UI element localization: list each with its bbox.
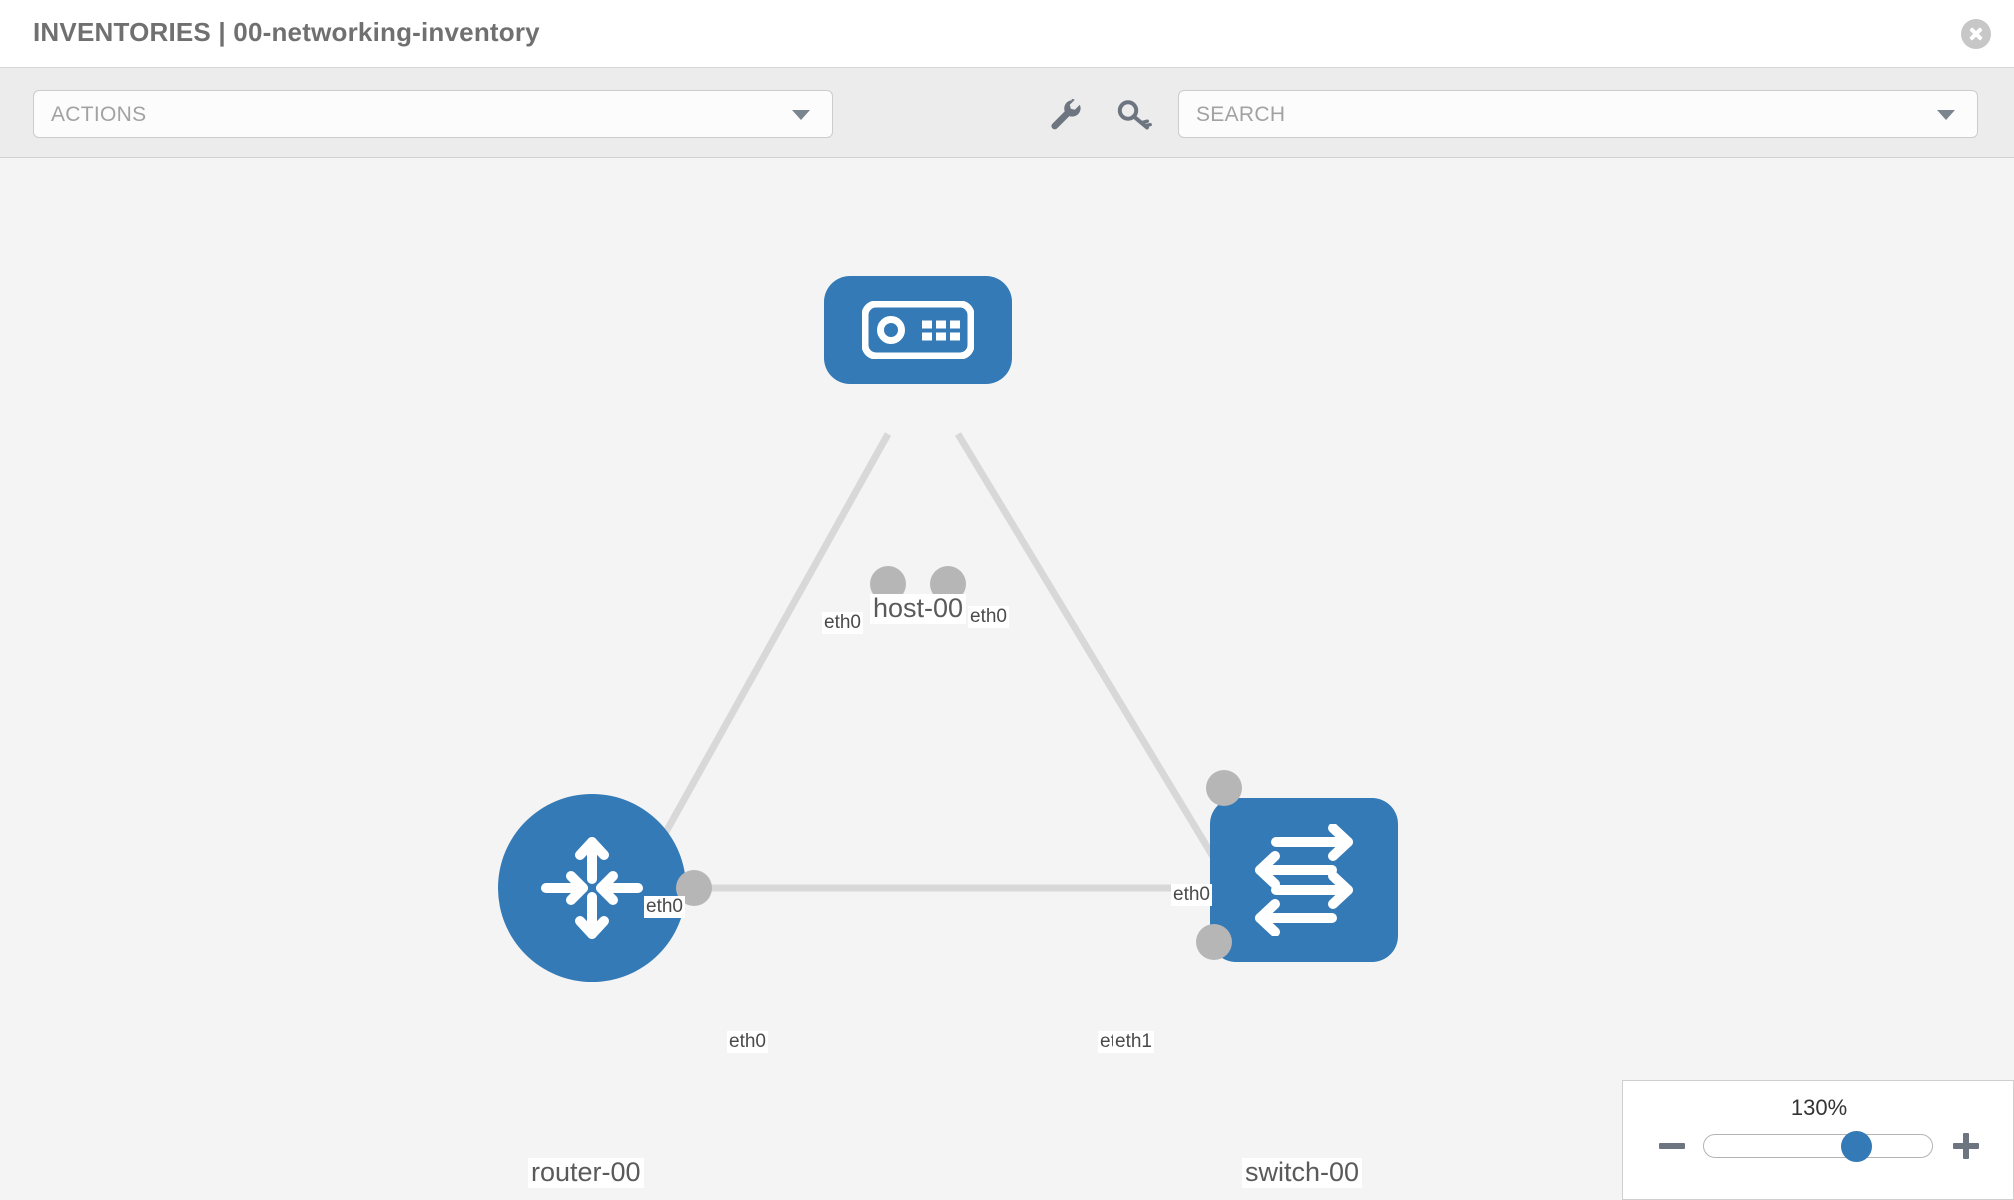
search-placeholder: SEARCH	[1196, 103, 1286, 126]
node-host-00-label: host-00	[870, 593, 967, 624]
switch-icon	[1255, 824, 1353, 936]
zoom-control-panel: 130%	[1622, 1080, 2014, 1200]
node-router-00[interactable]	[498, 794, 686, 982]
port-label-switch-upper: eth0	[1171, 884, 1212, 906]
node-switch-00[interactable]	[1210, 798, 1398, 962]
wrench-icon[interactable]	[1047, 96, 1085, 134]
plus-icon[interactable]	[1951, 1131, 1981, 1161]
node-host-00[interactable]	[824, 276, 1012, 384]
minus-icon[interactable]	[1657, 1131, 1687, 1161]
zoom-slider-track[interactable]	[1703, 1134, 1933, 1158]
search-input[interactable]: SEARCH	[1178, 90, 1978, 138]
topology-links	[624, 432, 1241, 902]
toolbar: ACTIONS SEARCH	[0, 68, 2014, 158]
port-nub	[1196, 924, 1232, 960]
router-icon	[541, 837, 643, 939]
actions-dropdown[interactable]: ACTIONS	[33, 90, 833, 138]
zoom-slider-thumb[interactable]	[1841, 1131, 1872, 1162]
chevron-down-icon	[792, 110, 810, 120]
port-nub	[1206, 770, 1242, 806]
actions-dropdown-label: ACTIONS	[51, 103, 147, 126]
node-router-00-shape	[498, 794, 686, 982]
topology-canvas[interactable]: host-00 eth0 eth0 router-00 eth0 eth0	[0, 158, 2014, 1200]
port-label-router-right: eth0	[727, 1031, 768, 1053]
close-icon[interactable]	[1961, 19, 1991, 49]
node-router-00-label: router-00	[528, 1157, 644, 1188]
page-header: INVENTORIES | 00-networking-inventory	[0, 0, 2014, 68]
node-host-00-shape	[824, 276, 1012, 384]
port-label-switch-left-b: eth1	[1113, 1031, 1154, 1053]
server-icon	[862, 301, 974, 359]
node-switch-00-label: switch-00	[1242, 1157, 1363, 1188]
node-switch-00-shape	[1210, 798, 1398, 962]
page-title: INVENTORIES | 00-networking-inventory	[33, 17, 540, 47]
port-label-host-right: eth0	[968, 606, 1009, 628]
port-label-router-upper: eth0	[644, 896, 685, 918]
chevron-down-icon	[1937, 110, 1955, 120]
port-label-host-left: eth0	[822, 612, 863, 634]
key-icon[interactable]	[1115, 96, 1153, 134]
zoom-level-value: 130%	[1790, 1095, 1848, 1120]
